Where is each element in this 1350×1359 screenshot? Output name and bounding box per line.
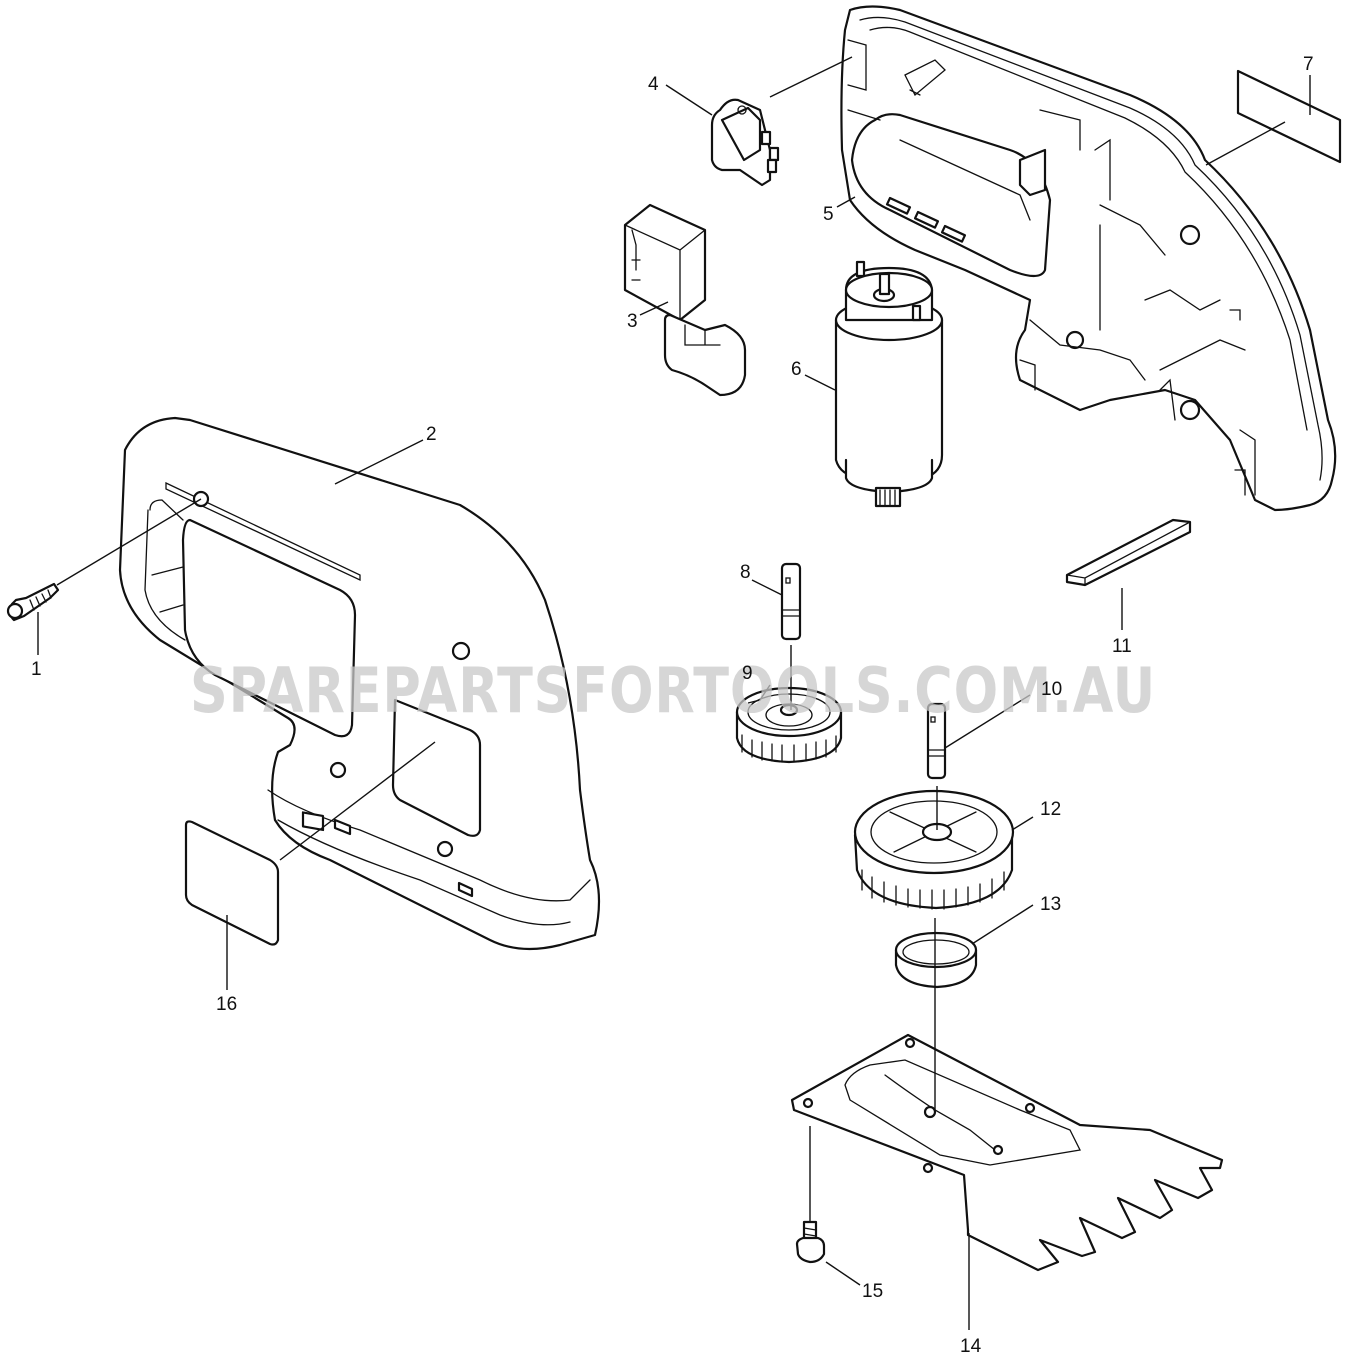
- part-9-spur-gear[interactable]: [735, 686, 843, 764]
- part-10-pin-long[interactable]: [926, 702, 947, 780]
- part-label-14: 14: [960, 1336, 982, 1357]
- watermark-text: SPAREPARTSFORTOOLS.COM.AU: [190, 654, 1156, 727]
- part-6-dc-motor[interactable]: [834, 260, 944, 508]
- part-11-rubber-bar[interactable]: [1065, 518, 1192, 587]
- part-15-blade-screw[interactable]: [795, 1220, 826, 1264]
- part-label-3: 3: [627, 311, 638, 332]
- part-5-housing-right[interactable]: [840, 5, 1337, 512]
- part-2-housing-left[interactable]: [118, 416, 601, 951]
- part-14-shear-blade[interactable]: [790, 1033, 1224, 1272]
- part-label-9: 9: [742, 663, 753, 684]
- part-label-11: 11: [1112, 636, 1132, 657]
- part-label-16: 16: [216, 994, 237, 1015]
- part-7-name-plate[interactable]: [1236, 69, 1342, 164]
- part-label-4: 4: [648, 74, 659, 95]
- part-13-ring[interactable]: [894, 931, 978, 989]
- part-label-13: 13: [1040, 894, 1061, 915]
- part-label-7: 7: [1303, 54, 1314, 75]
- part-1-tapping-screw[interactable]: [6, 582, 60, 622]
- part-4-terminal[interactable]: [710, 98, 780, 187]
- part-12-cam-gear[interactable]: [853, 789, 1015, 910]
- leader-lines: [37, 56, 1311, 1330]
- part-label-5: 5: [823, 204, 834, 225]
- part-16-label-sticker[interactable]: [184, 820, 280, 946]
- part-label-10: 10: [1041, 679, 1062, 700]
- part-label-12: 12: [1040, 799, 1061, 820]
- part-3-switch[interactable]: [623, 203, 747, 397]
- part-label-8: 8: [740, 562, 751, 583]
- part-label-1: 1: [31, 659, 42, 680]
- part-label-2: 2: [426, 424, 437, 445]
- part-8-pin-short[interactable]: [780, 562, 802, 641]
- part-label-15: 15: [862, 1281, 883, 1302]
- part-labels: 1 2 3 4 5 6 7 8 9 10 11 12 13 14 15 16: [31, 54, 1314, 1357]
- part-label-6: 6: [791, 359, 802, 380]
